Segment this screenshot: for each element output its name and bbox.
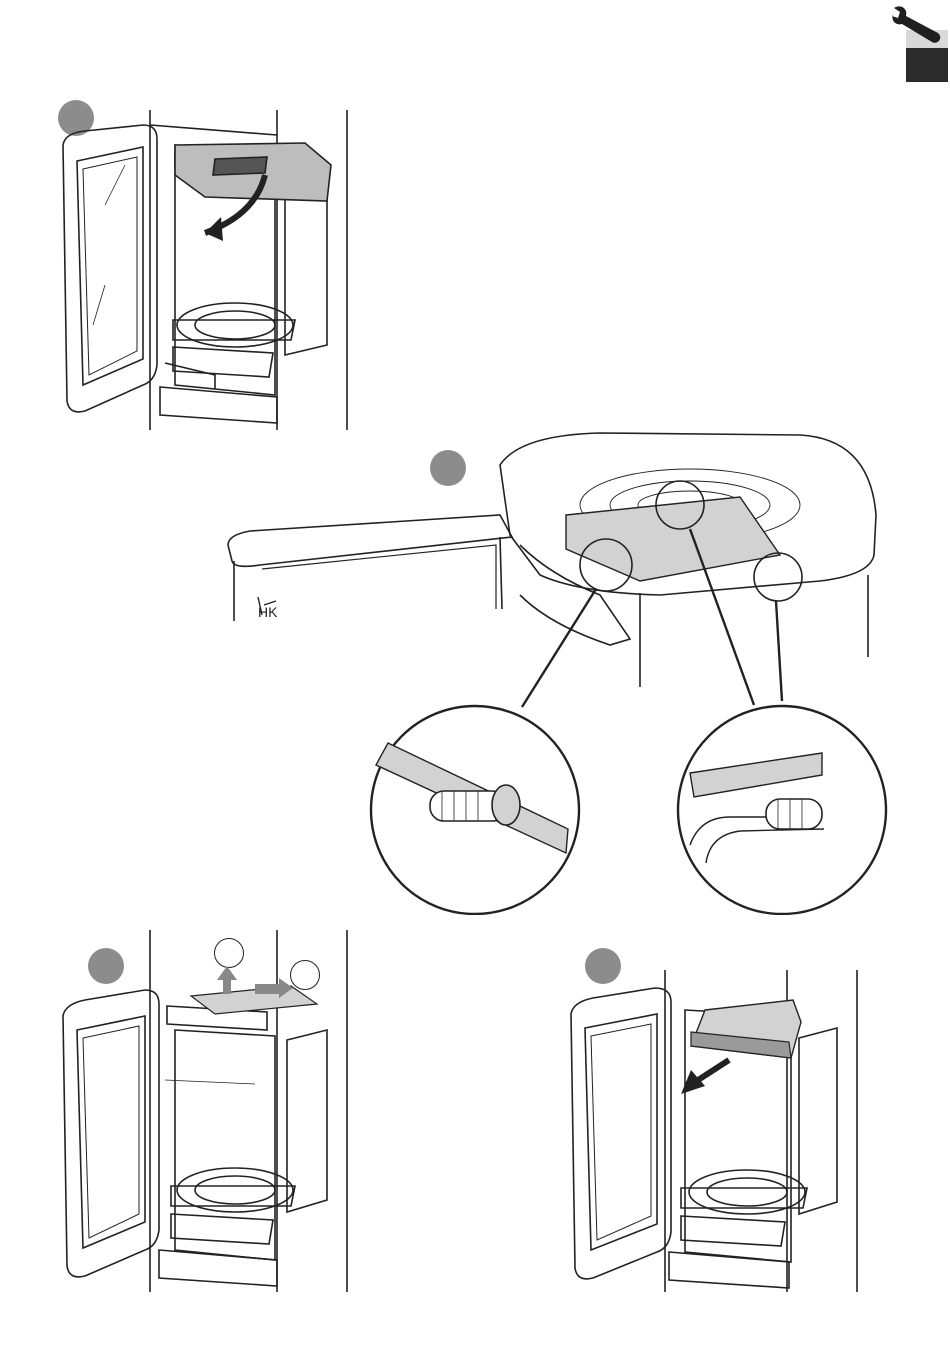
section-tab-dark <box>906 48 948 82</box>
step-1-illustration <box>55 105 355 435</box>
artist-mark: HK <box>258 604 278 620</box>
step-4-illustration <box>565 970 865 1295</box>
wrench-icon <box>888 4 950 48</box>
step-3-illustration <box>55 930 355 1295</box>
step-2-illustration: HK <box>220 425 890 915</box>
